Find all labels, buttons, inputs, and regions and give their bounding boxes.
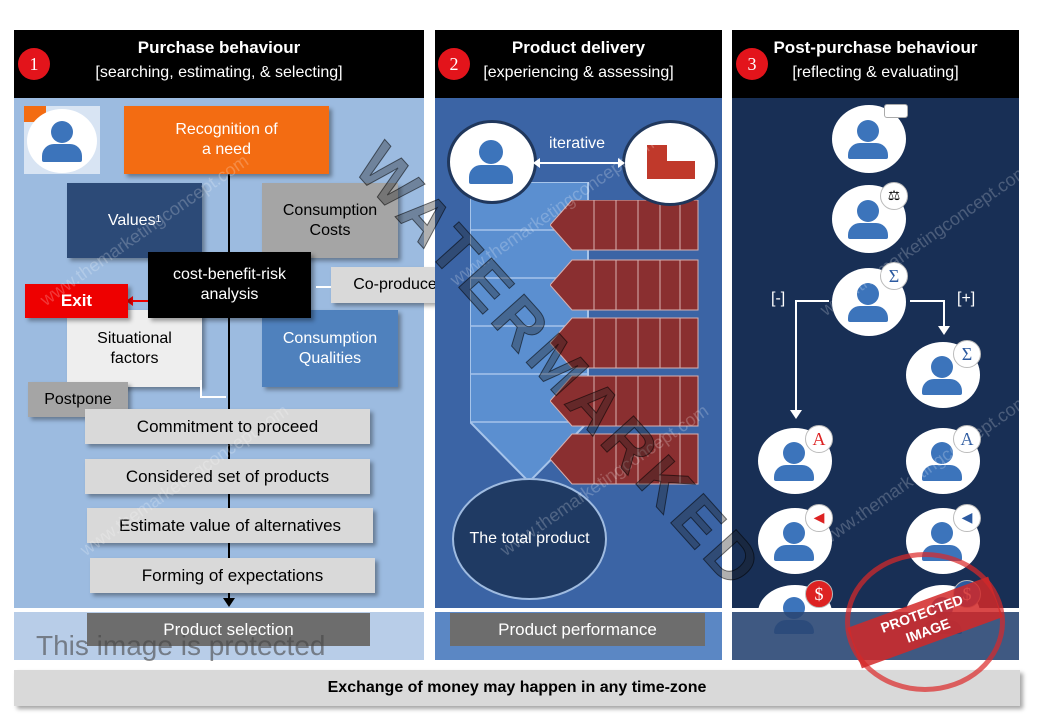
service-arrow (550, 317, 699, 369)
positive-arrowhead (938, 326, 950, 335)
considered-set-step: Considered set of products (85, 459, 370, 494)
iterative-arrow-line (538, 162, 618, 164)
phase2-title: Product delivery (511, 38, 646, 57)
phase3-number-badge: 3 (736, 48, 768, 80)
phase3-title: Post-purchase behaviour (773, 38, 978, 57)
product-selection-label: Product selection (87, 613, 370, 646)
factory-building (647, 145, 667, 179)
consumption-costs-box: Consumption Costs (262, 183, 398, 258)
values-label: Values (107, 211, 156, 229)
estimate-value-step: Estimate value of alternatives (87, 508, 373, 543)
postpone-connector (200, 380, 226, 398)
protected-notice: This image is protected (36, 630, 326, 661)
flow-arrowhead (223, 598, 235, 607)
iterative-arrowhead-right (618, 158, 625, 168)
exchange-money-bar: Exchange of money may happen in any time… (14, 670, 1020, 706)
letter-a-icon: A (805, 425, 833, 453)
protected-image-stamp-text: PROTECTED IMAGE (847, 576, 1003, 668)
negative-arrowhead (790, 410, 802, 419)
cost-benefit-risk-box: cost-benefit-risk analysis (148, 252, 311, 318)
dollar-icon: $ (805, 580, 833, 608)
phase3-header: Post-purchase behaviour [reflecting & ev… (732, 30, 1019, 98)
flow-line (228, 174, 230, 602)
letter-a-icon: A (953, 425, 981, 453)
phase3-subtitle: [reflecting & evaluating] (792, 64, 959, 81)
iterative-arrowhead-left (533, 158, 540, 168)
speech-bubble-icon (884, 104, 908, 118)
megaphone-icon: ◀ (953, 504, 981, 532)
sigma-stack-icon: Σ (953, 340, 981, 368)
service-arrow (550, 259, 699, 311)
values-footnote: 1 (155, 214, 162, 226)
negative-person-speak-icon (758, 508, 832, 574)
consumer-icon (27, 109, 97, 173)
service-arrow (550, 200, 699, 251)
firm-icon (622, 120, 718, 206)
coproduce-arrow-left (316, 286, 332, 288)
postpone-box: Postpone (28, 382, 128, 417)
phase1-title: Purchase behaviour (137, 38, 301, 57)
service-arrow (550, 375, 699, 427)
sigma-icon: Σ (880, 262, 908, 290)
situational-factors-box: Situational factors (67, 310, 202, 387)
commitment-step: Commitment to proceed (85, 409, 370, 444)
phase2-subtitle: [experiencing & assessing] (483, 64, 674, 81)
service-arrows (550, 200, 699, 485)
consumption-qualities-box: Consumption Qualities (262, 310, 398, 387)
positive-branch-line (910, 300, 944, 302)
phase1-subtitle: [searching, estimating, & selecting] (95, 64, 343, 81)
scale-icon: ⚖ (880, 182, 908, 210)
negative-branch-down (795, 300, 797, 410)
positive-branch-down (943, 300, 945, 328)
weighing-person-icon (832, 185, 906, 253)
plus-label: [+] (957, 290, 976, 307)
total-product-circle: The total product (452, 478, 607, 600)
phase2-number-badge: 2 (438, 48, 470, 80)
exit-box: Exit (25, 284, 128, 318)
product-performance-label: Product performance (450, 613, 705, 646)
factory-hall (665, 161, 695, 179)
recognition-box: Recognition of a need (124, 106, 329, 174)
summing-person-icon (832, 268, 906, 336)
protected-image-stamp: PROTECTED IMAGE (845, 552, 1005, 692)
megaphone-icon: ◀ (805, 504, 833, 532)
phase2-header: Product delivery [experiencing & assessi… (435, 30, 722, 98)
forming-expectations-step: Forming of expectations (90, 558, 375, 593)
negative-branch-line (795, 300, 829, 302)
exit-arrowhead (126, 296, 133, 306)
minus-label: [-] (771, 290, 786, 307)
phase1-header: Purchase behaviour [searching, estimatin… (14, 30, 424, 98)
exit-arrow-line (130, 300, 148, 302)
consumer-icon (447, 120, 537, 204)
service-arrow (550, 433, 699, 485)
phase1-number-badge: 1 (18, 48, 50, 80)
iterative-label: iterative (549, 135, 606, 152)
